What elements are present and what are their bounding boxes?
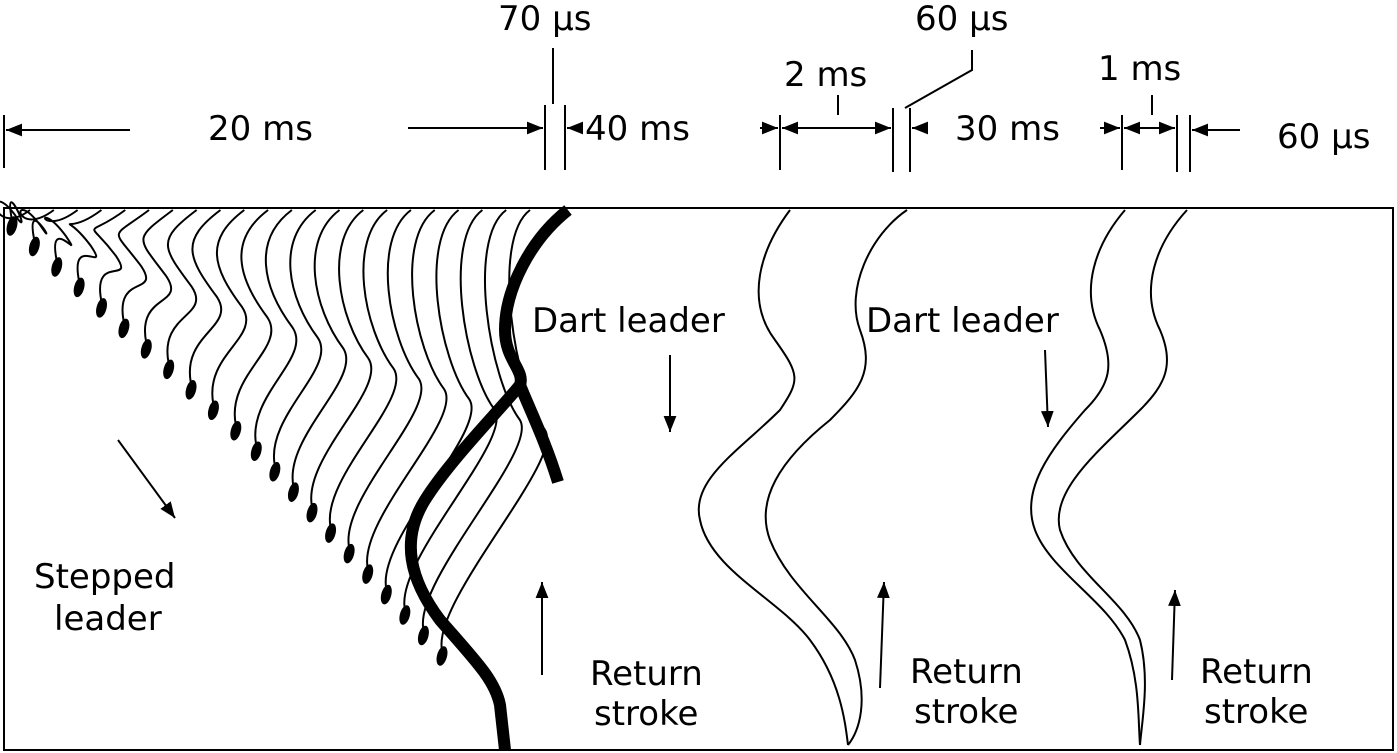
diagram-frame	[3, 207, 1394, 751]
dart-leader-label-2: Dart leader	[866, 301, 1059, 341]
first-return-stroke-channel	[404, 205, 572, 751]
return-stroke-label-1: Return	[590, 654, 703, 694]
stepped-leader-branch	[117, 209, 150, 323]
stepped-leader-tip	[6, 216, 18, 236]
stepped-leader-branch	[166, 209, 198, 364]
return-stroke-label-3: Return	[1200, 652, 1313, 692]
dart-channel-1-right	[764, 209, 908, 746]
stepped-leader-tip	[380, 584, 392, 605]
label-60us-a: 60 µs	[915, 0, 1008, 39]
return-stroke-label-3b: stroke	[1204, 692, 1308, 732]
dart-leader-label-1: Dart leader	[532, 301, 725, 341]
stepped-leader-branch	[291, 209, 348, 487]
dart-channel-2-right	[1057, 209, 1188, 746]
stepped-leader-branch	[93, 209, 126, 303]
return-stroke-label-2: Return	[910, 652, 1023, 692]
stepped-leader-branch	[19, 208, 55, 241]
stepped-leader-tip	[343, 543, 355, 564]
label-30ms: 30 ms	[955, 109, 1060, 149]
stepped-leader-branch	[347, 209, 423, 548]
return-stroke-label-2b: stroke	[914, 692, 1018, 732]
timing-scale: 20 ms 70 µs 40 ms 2 ms 60 µs 30 ms 1 ms …	[3, 0, 1370, 172]
stepped-leader-branch	[366, 209, 448, 569]
stepped-leader-tip	[163, 359, 175, 380]
stepped-leader-tip	[28, 236, 40, 257]
stepped-leader-branches	[0, 200, 548, 666]
stepped-leader-tip	[118, 318, 130, 339]
label-60us-b: 60 µs	[1277, 117, 1370, 157]
stepped-leader-tip	[140, 339, 152, 359]
stepped-leader-branch	[211, 209, 248, 405]
stepped-leader-tip	[51, 257, 63, 277]
stepped-leader-tip	[73, 277, 85, 298]
stepped-leader-tip	[185, 380, 197, 400]
stepped-leader-tip	[436, 646, 448, 666]
stepped-leader-branch	[44, 209, 79, 262]
stepped-leader-tip	[362, 564, 374, 584]
label-40ms: 40 ms	[585, 109, 690, 149]
stepped-leader-tip	[325, 523, 337, 543]
dart-leader-2-arrow	[1040, 349, 1054, 428]
label-70us: 70 µs	[498, 0, 591, 39]
label-1ms: 1 ms	[1098, 49, 1181, 89]
return-stroke-2-arrow	[877, 581, 890, 689]
stepped-leader-tip	[306, 502, 318, 523]
stepped-leader-branch	[233, 209, 273, 425]
stepped-leader-tip	[287, 482, 299, 502]
stepped-leader-branch	[142, 209, 174, 344]
dart-channel-2-left	[1030, 209, 1141, 746]
return-stroke-3-arrow	[1168, 589, 1181, 681]
stepped-leader-branch	[68, 209, 103, 282]
stepped-leader-branch	[403, 209, 498, 610]
stepped-leader-branch	[422, 209, 523, 630]
stepped-leader-branch	[328, 209, 398, 528]
stepped-leader-label-2: leader	[54, 599, 162, 639]
return-stroke-label-1b: stroke	[594, 694, 698, 734]
stepped-leader-tip	[417, 625, 429, 646]
dart-channel-1-left	[697, 209, 849, 746]
stepped-leader-tip	[250, 441, 262, 461]
stepped-leader-branch	[0, 200, 31, 224]
stepped-leader-arrow	[117, 439, 176, 519]
stepped-leader-branch	[188, 209, 223, 385]
stepped-leader-tip	[399, 605, 411, 625]
label-2ms: 2 ms	[784, 55, 867, 95]
stepped-leader-label: Stepped	[34, 557, 176, 597]
stepped-leader-tip	[269, 461, 281, 482]
stepped-leader-tip	[96, 298, 108, 318]
channel-branch	[514, 382, 564, 484]
stepped-leader-tip	[230, 421, 242, 441]
stepped-leader-branch	[254, 209, 298, 446]
label-20ms: 20 ms	[208, 109, 313, 149]
stepped-leader-tip	[207, 400, 219, 421]
stepped-leader-branch	[384, 209, 473, 589]
stepped-leader-branch	[272, 209, 323, 466]
stepped-leader-branch	[310, 209, 373, 507]
